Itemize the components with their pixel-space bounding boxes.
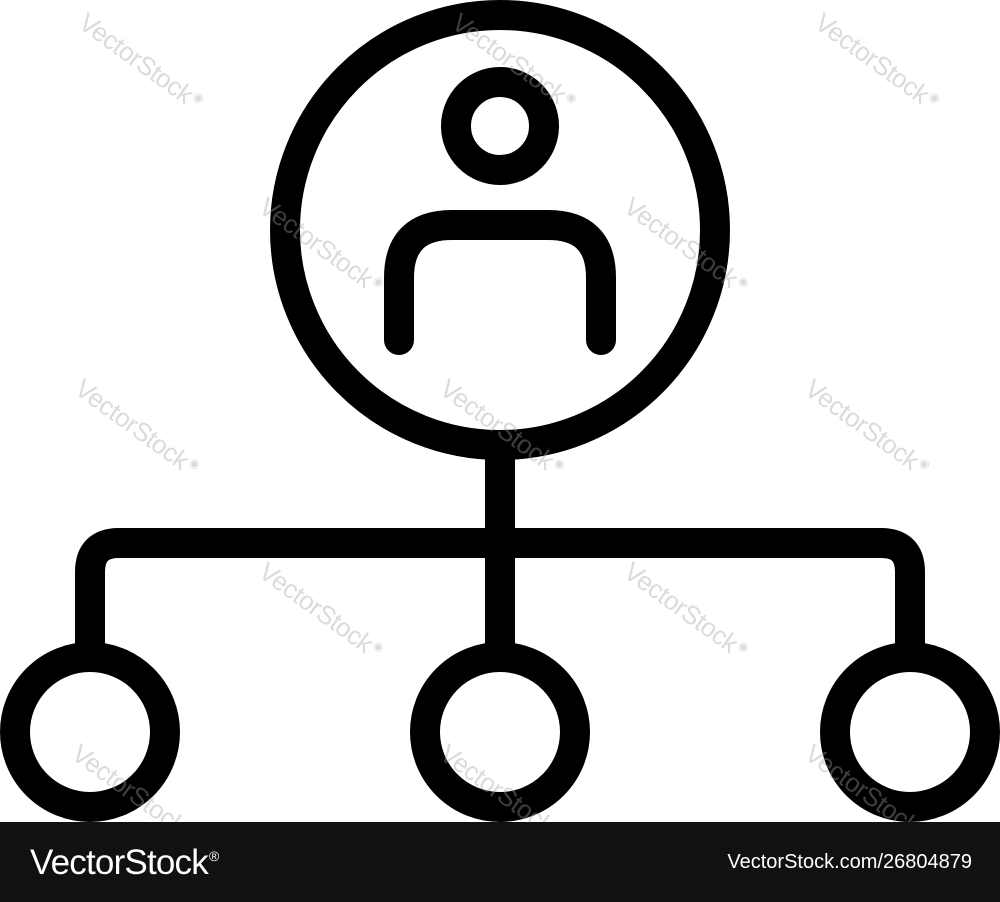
user-body-icon <box>384 210 616 355</box>
child-node-center <box>410 642 590 822</box>
image-id: VectorStock.com/26804879 <box>727 851 972 873</box>
brand-name: VectorStock <box>30 842 209 882</box>
brand-logo: VectorStock® <box>30 842 219 882</box>
branch-connector <box>75 528 925 660</box>
footer-bar: VectorStock® VectorStock.com/26804879 <box>0 822 1000 902</box>
child-node-right <box>820 642 1000 822</box>
organization-hierarchy-icon <box>0 0 1000 822</box>
user-head-icon <box>441 67 559 185</box>
registered-mark: ® <box>208 847 219 864</box>
child-node-left <box>0 642 180 822</box>
